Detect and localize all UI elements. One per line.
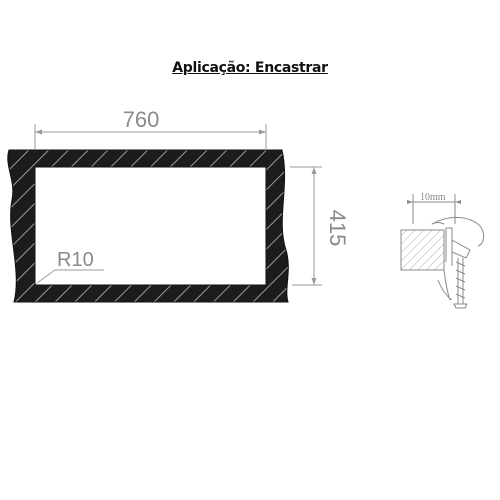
radius-label: R10 bbox=[57, 249, 94, 271]
height-label: 415 bbox=[325, 210, 350, 247]
width-label: 760 bbox=[123, 107, 160, 132]
countertop-frame bbox=[7, 149, 289, 303]
gap-label: 10mm bbox=[420, 192, 446, 203]
width-dimension bbox=[34, 124, 267, 150]
radius-callout bbox=[36, 269, 104, 284]
height-dimension bbox=[290, 166, 322, 286]
mounting-detail bbox=[400, 194, 485, 309]
page-title: Aplicação: Encastrar bbox=[172, 60, 328, 76]
